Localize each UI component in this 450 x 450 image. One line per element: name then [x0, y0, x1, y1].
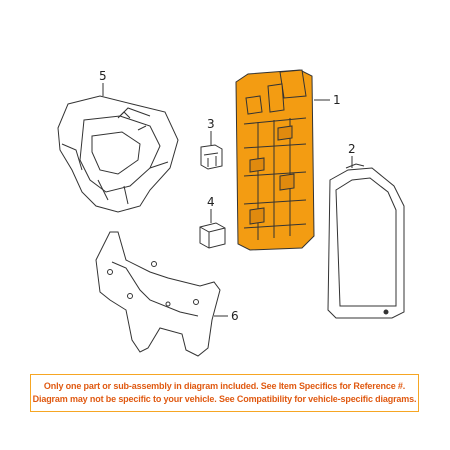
part-6-bracket[interactable]	[95, 231, 221, 357]
disclaimer-line-2: Diagram may not be specific to your vehi…	[32, 394, 417, 404]
callout-1: 1	[333, 93, 341, 107]
part-2-cover-lid[interactable]	[327, 163, 405, 319]
disclaimer-line-1: Only one part or sub-assembly in diagram…	[43, 381, 406, 391]
disclaimer-box: Only one part or sub-assembly in diagram…	[30, 374, 419, 412]
callout-4: 4	[207, 195, 215, 209]
callout-6: 6	[231, 309, 239, 323]
part-1-fuse-box[interactable]	[235, 69, 315, 251]
callout-3: 3	[207, 117, 215, 131]
part-5-cover[interactable]	[57, 95, 179, 213]
part-4-relay[interactable]	[199, 222, 226, 249]
part-3-fuse[interactable]	[200, 144, 223, 170]
callout-2: 2	[348, 142, 356, 156]
callout-5: 5	[99, 69, 107, 83]
